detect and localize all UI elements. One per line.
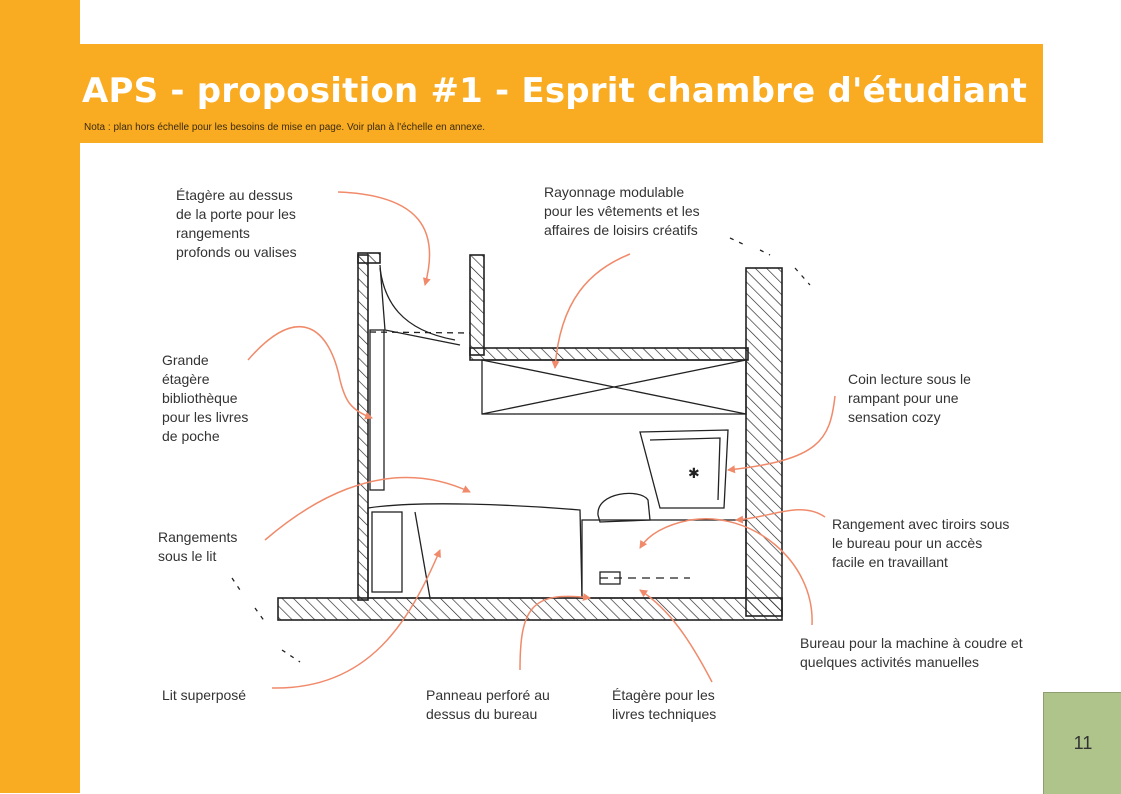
scale-note: Nota : plan hors échelle pour les besoin…	[84, 122, 486, 133]
bookcase-shelf	[369, 329, 385, 491]
right-wall	[745, 267, 783, 617]
arrow-pegboard	[519, 593, 591, 671]
arrow-bunk	[271, 549, 441, 689]
svg-text:✱: ✱	[688, 466, 700, 482]
bed-frame	[367, 503, 583, 599]
room-walls	[277, 252, 783, 621]
arrow-technical	[639, 589, 713, 683]
door-tick-top	[729, 237, 811, 286]
annotation-bunk-bed: Lit superposé	[162, 687, 247, 703]
arrow-under-bed	[264, 476, 471, 541]
left-accent-band	[0, 0, 80, 793]
chair	[597, 492, 651, 523]
page-number: 11	[1073, 733, 1093, 753]
annotation-reading-corner: Coin lecture sous le rampant pour une se…	[848, 371, 971, 425]
page-number-box: 11	[1043, 692, 1121, 794]
arrow-bookcase	[247, 326, 373, 420]
leader-arrows	[247, 191, 836, 689]
annotation-pegboard: Panneau perforé au dessus du bureau	[426, 687, 550, 722]
left-wall	[357, 254, 369, 601]
page-title: APS - proposition #1 - Esprit chambre d'…	[82, 71, 1028, 111]
arrow-reading	[727, 395, 836, 474]
furniture-sketch: ✱	[231, 237, 811, 663]
annotation-bookcase: Grande étagère bibliothèque pour les liv…	[162, 352, 249, 444]
title-band	[80, 44, 1043, 143]
left-wall-cap	[357, 252, 381, 264]
annotation-shelf-above-door: Étagère au dessus de la porte pour les r…	[176, 187, 297, 260]
annotation-drawer-storage: Rangement avec tiroirs sous le bureau po…	[832, 516, 1010, 570]
arrow-shelf-door	[337, 191, 431, 286]
floor-slab	[277, 597, 783, 621]
arrow-desk	[639, 518, 813, 626]
door-swing	[379, 267, 456, 341]
reading-seat	[639, 429, 729, 509]
door-jamb	[469, 254, 485, 356]
annotation-sewing-desk: Bureau pour la machine à coudre et quelq…	[800, 635, 1023, 670]
arrow-shelving	[551, 253, 631, 369]
upper-right-wall	[469, 347, 749, 361]
door-tick-left	[231, 577, 301, 663]
annotation-under-bed-storage: Rangements sous le lit	[158, 529, 238, 564]
shelving-unit	[481, 359, 747, 415]
desk	[581, 519, 747, 599]
arrow-drawers	[735, 509, 826, 524]
annotation-modular-shelving: Rayonnage modulable pour les vêtements e…	[544, 184, 700, 238]
annotation-technical-books: Étagère pour les livres techniques	[612, 687, 717, 722]
